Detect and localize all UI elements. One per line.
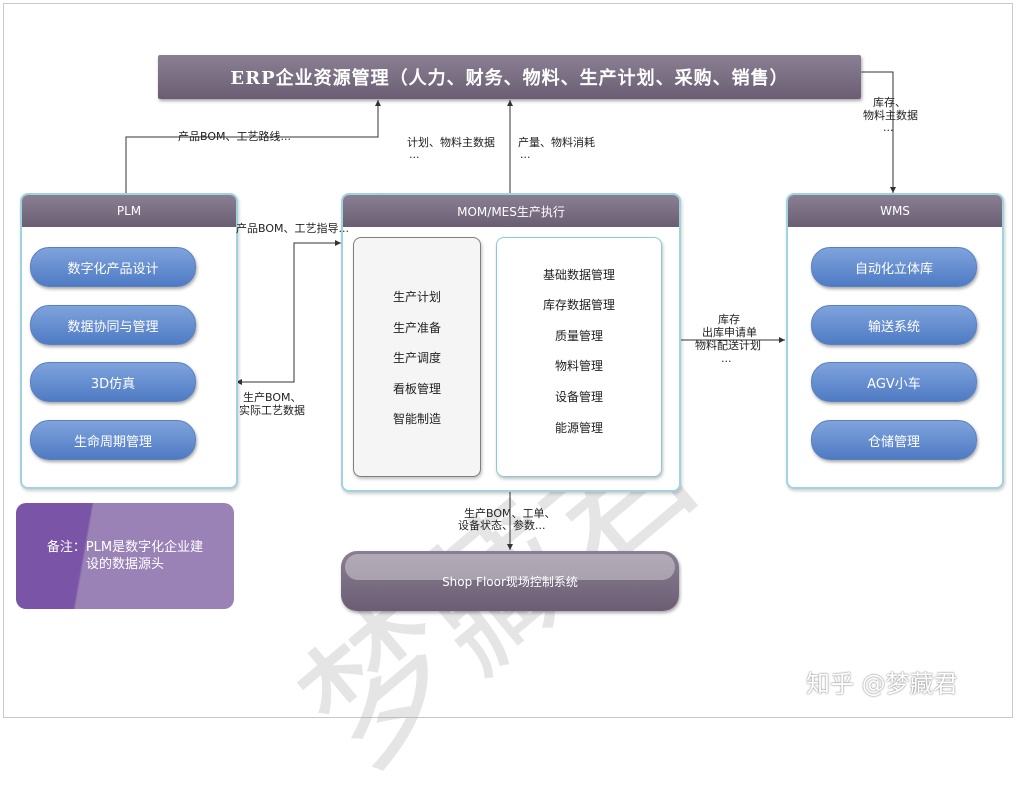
erp-header: ERP企业资源管理（人力、财务、物料、生产计划、采购、销售）: [158, 55, 861, 99]
wms-item-conveyor: 输送系统: [811, 305, 977, 345]
note-text: 备注：PLM是数字化企业建设的数据源头: [46, 540, 204, 572]
mes-item: 设备管理: [554, 390, 603, 404]
shop-floor-title: Shop Floor现场控制系统: [442, 574, 578, 589]
label-erp-mes-plan: 计划、物料主数据: [407, 136, 495, 149]
shop-floor-highlight: [345, 554, 675, 580]
mes-item: 能源管理: [554, 421, 603, 435]
wms-item-agv: AGV小车: [811, 362, 977, 402]
mes-item: 物料管理: [554, 359, 603, 373]
label-erp-wms-3: ...: [883, 121, 894, 134]
mes-item: 智能制造: [392, 412, 441, 426]
mes-item: 看板管理: [392, 382, 441, 396]
wms-item-storage: 仓储管理: [811, 420, 977, 460]
mes-item: 生产准备: [392, 321, 441, 335]
plm-item-digital-design: 数字化产品设计: [30, 247, 196, 287]
shop-floor-box: Shop Floor现场控制系统: [341, 551, 679, 611]
note-box: 备注：PLM是数字化企业建设的数据源头: [16, 503, 234, 609]
label-plm-mes: 产品BOM、工艺指导...: [236, 222, 349, 235]
label-mes-wms-1: 库存: [718, 313, 740, 326]
label-erp-wms-1: 库存、: [873, 96, 906, 109]
label-mes-wms-2: 出库申请单: [702, 326, 757, 339]
label-mes-shop-1: 生产BOM、工单、: [464, 507, 556, 520]
mes-item: 生产计划: [392, 290, 441, 304]
label-mes-plm-1: 生产BOM、: [243, 391, 302, 404]
plm-item-3d-simulation: 3D仿真: [30, 362, 196, 402]
wms-header: WMS: [788, 195, 1002, 227]
mes-item: 质量管理: [554, 329, 603, 343]
wms-item-auto-warehouse: 自动化立体库: [811, 247, 977, 287]
label-erp-mes-output-dots: ...: [520, 148, 531, 161]
mes-item: 生产调度: [392, 351, 441, 365]
plm-header: PLM: [22, 195, 236, 227]
mes-item: 库存数据管理: [542, 298, 615, 312]
mes-left-group: 生产计划 生产准备 生产调度 看板管理 智能制造: [353, 237, 481, 477]
label-mes-wms-4: ...: [721, 352, 732, 365]
erp-title: ERP企业资源管理（人力、财务、物料、生产计划、采购、销售）: [230, 68, 789, 89]
plm-title: PLM: [116, 204, 142, 218]
platform-watermark: 知乎 @梦藏君: [806, 670, 958, 698]
plm-item-data-collaboration: 数据协同与管理: [30, 305, 196, 345]
label-mes-plm-2: 实际工艺数据: [239, 404, 305, 417]
label-erp-mes-output: 产量、物料消耗: [518, 136, 595, 149]
label-mes-shop-2: 设备状态、参数...: [458, 519, 546, 532]
mes-header: MOM/MES生产执行: [343, 195, 679, 227]
mes-right-group: 基础数据管理 库存数据管理 质量管理 物料管理 设备管理 能源管理: [496, 237, 662, 477]
label-erp-plm: 产品BOM、工艺路线...: [178, 130, 291, 143]
mes-title: MOM/MES生产执行: [457, 204, 565, 219]
label-erp-wms-2: 物料主数据: [863, 109, 918, 122]
plm-item-lifecycle: 生命周期管理: [30, 420, 196, 460]
mes-panel: MOM/MES生产执行 生产计划 生产准备 生产调度 看板管理 智能制造 基础数…: [341, 193, 681, 492]
diagram-frame: [3, 3, 1013, 718]
label-mes-wms-3: 物料配送计划: [695, 339, 761, 352]
mes-item: 基础数据管理: [542, 268, 615, 282]
wms-title: WMS: [880, 204, 910, 218]
label-erp-mes-plan-dots: ...: [409, 148, 420, 161]
